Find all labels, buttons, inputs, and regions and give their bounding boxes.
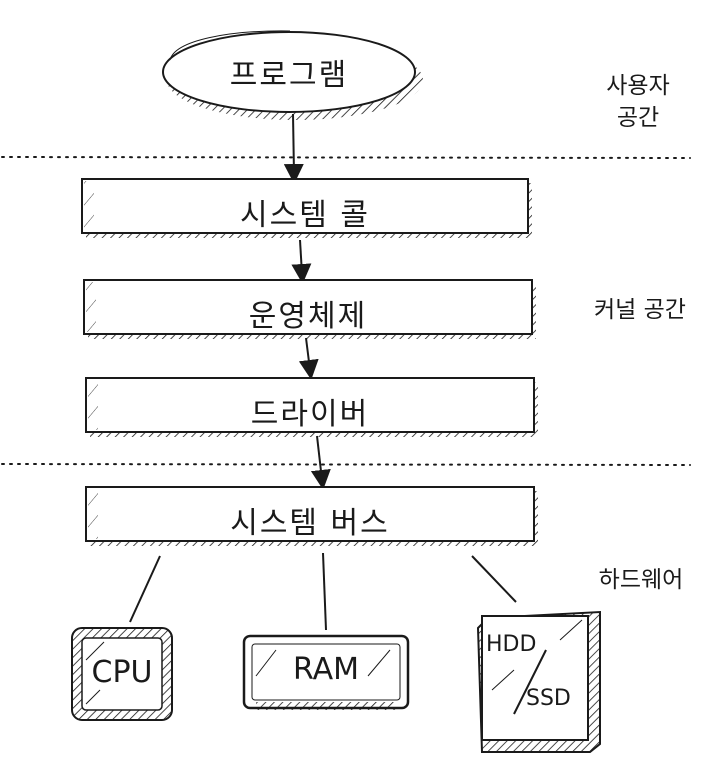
- kernel-space-label: 커널 공간: [594, 297, 686, 323]
- cpu-label: CPU: [91, 655, 153, 690]
- driver-frame: [85, 377, 535, 433]
- cpu-inner: [81, 637, 163, 711]
- arrow-os-to-driver: [298, 337, 319, 380]
- storage-sketch-stroke: [559, 619, 583, 641]
- storage-label-hdd: HDD: [486, 632, 537, 657]
- storage-drive: [476, 610, 601, 753]
- system-bus-label: 시스템 버스: [230, 506, 390, 541]
- operating-system-edge-hatch: [86, 282, 96, 332]
- operating-system-label: 운영체제: [248, 299, 368, 334]
- system-call-box: [81, 178, 532, 238]
- driver-edge-hatch: [88, 380, 98, 430]
- ram-inner: [251, 643, 401, 701]
- ram-pins: [256, 702, 396, 710]
- ram-module: [242, 634, 410, 710]
- kernel-hardware-boundary: [1, 463, 691, 466]
- system-bus-frame: [85, 486, 535, 542]
- bus-to-ram-line: [322, 552, 327, 631]
- system-call-label: 시스템 콜: [240, 198, 370, 233]
- storage-sketch-stroke: [491, 669, 515, 691]
- cpu-sketch-stroke: [85, 689, 101, 705]
- user-space-line-2: 공간: [616, 105, 660, 131]
- system-call-frame: [81, 178, 529, 234]
- bus-to-cpu-line: [129, 555, 161, 623]
- system-bus-box: [85, 486, 538, 546]
- hardware-label: 하드웨어: [598, 567, 684, 593]
- storage-face: [481, 615, 589, 741]
- program-sketch-stroke: [169, 30, 291, 61]
- arrow-driver-to-bus: [310, 435, 331, 490]
- system-bus-edge-hatch: [88, 489, 98, 539]
- storage-slash: [513, 649, 547, 715]
- operating-system-frame: [83, 279, 533, 335]
- cpu-sketch-stroke: [85, 641, 105, 661]
- arrow-program-to-syscall: [283, 113, 304, 184]
- user-space-label: 사용자 공간: [588, 70, 688, 134]
- operating-system-box: [83, 279, 536, 339]
- program-node: [162, 30, 423, 120]
- ram-sketch-stroke: [367, 649, 391, 677]
- user-space-line-1: 사용자: [606, 73, 670, 99]
- storage-label-ssd: SSD: [526, 686, 571, 711]
- program-ellipse: [162, 31, 416, 113]
- driver-box: [85, 377, 538, 437]
- system-call-edge-hatch: [84, 181, 94, 231]
- program-label: 프로그램: [229, 58, 349, 93]
- driver-label: 드라이버: [250, 397, 370, 432]
- ram-sketch-stroke: [255, 649, 277, 677]
- cpu-chip: [71, 627, 173, 721]
- ram-label: RAM: [292, 652, 360, 687]
- user-kernel-boundary: [1, 156, 691, 159]
- arrow-syscall-to-os: [291, 239, 312, 284]
- bus-to-storage-line: [471, 555, 517, 603]
